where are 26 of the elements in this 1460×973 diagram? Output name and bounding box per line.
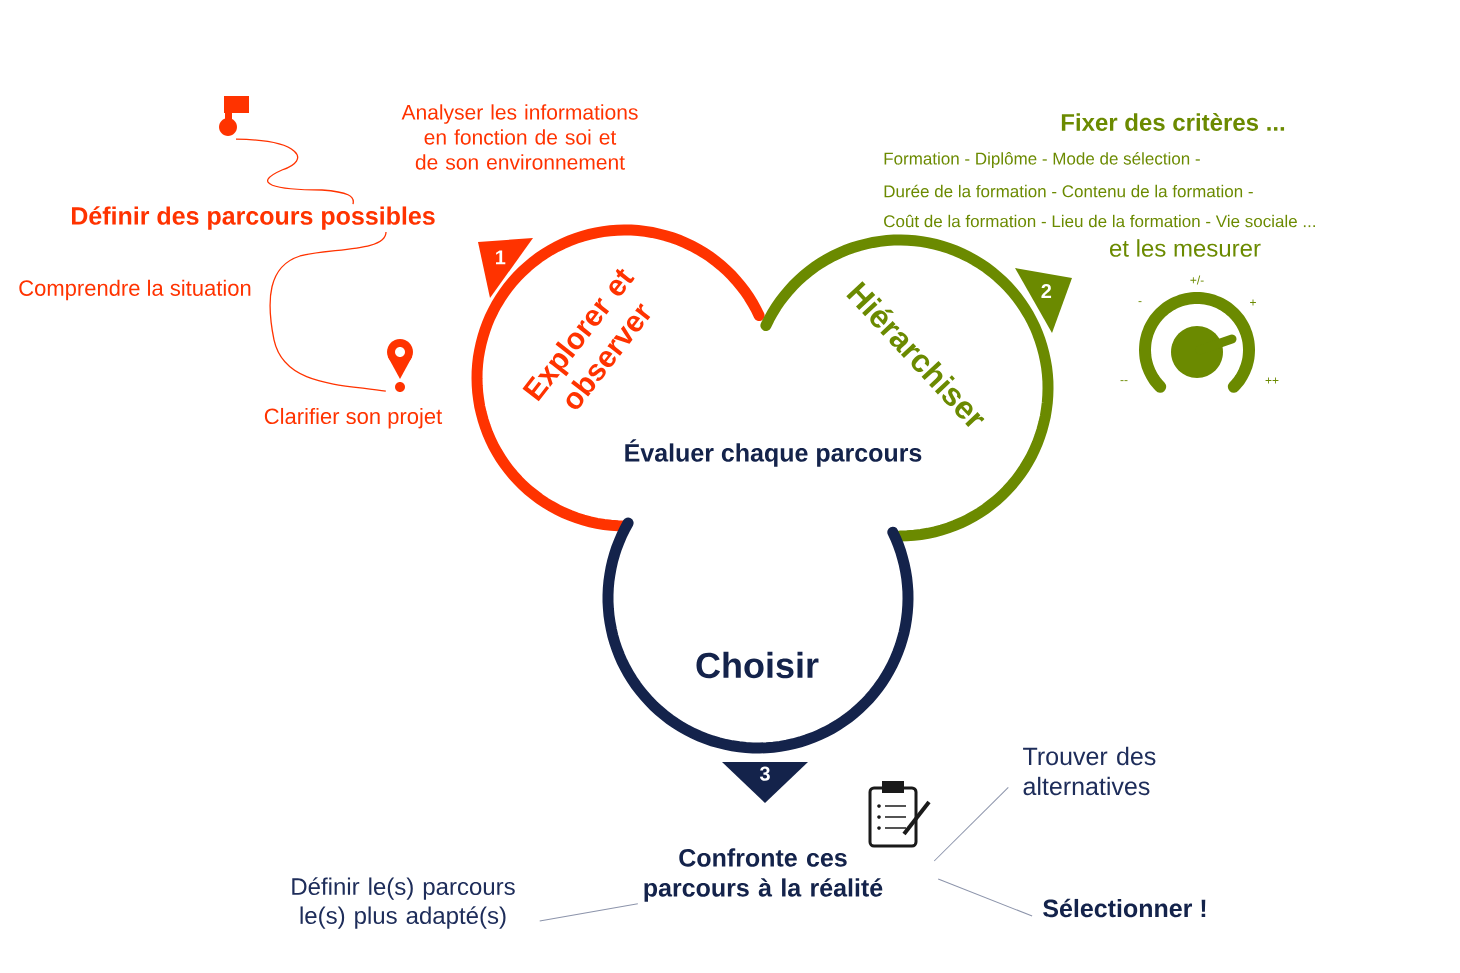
leader-line <box>937 878 1033 917</box>
step-text: Définir des parcours possibles <box>72 206 435 230</box>
node-label: Clarifier son projet <box>264 407 443 429</box>
heading: Fixer des critères ... <box>1061 113 1285 131</box>
subheading: et les mesurer <box>1110 239 1261 257</box>
note-text: Comprendre la situation <box>19 279 251 301</box>
criteria-text: Coût de la formation - Lieu de la formation - Vie sociale ... <box>884 214 1315 228</box>
criteria-text: Formation - Diplôme - Mode de sélection - <box>884 151 1200 168</box>
leader-line <box>539 903 639 922</box>
dial-label: - <box>1138 301 1142 303</box>
cycle-arc: Choisir <box>602 517 914 754</box>
step-text: Définir le(s) parcours le(s) plus adapté(s) <box>292 877 515 929</box>
path-line <box>235 138 354 205</box>
dial-label: +/- <box>1190 275 1204 285</box>
dial-label: -- <box>1120 380 1128 382</box>
dial-label: + <box>1250 299 1256 306</box>
note-text: Analyser les informations en fonction de soi et de son environnement <box>401 104 638 170</box>
pin-icon <box>387 339 413 392</box>
dial-label: ++ <box>1265 377 1279 384</box>
step-text: Trouver des alternatives <box>1023 746 1156 796</box>
leader-line <box>933 786 1009 862</box>
path-line <box>269 231 387 392</box>
criteria-text: Durée de la formation - Contenu de la formation - <box>884 184 1253 198</box>
step-text: Sélectionner ! <box>1043 898 1206 918</box>
flag-icon <box>219 96 249 136</box>
step-text: Confronte ces parcours à la réalité <box>644 848 883 902</box>
